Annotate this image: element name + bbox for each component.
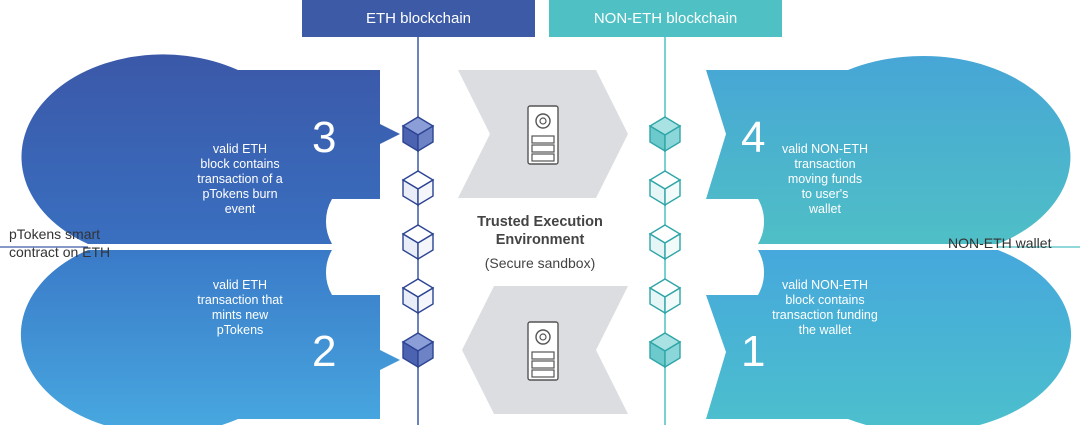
server-icon	[527, 105, 559, 165]
non-eth-blockchain-header: NON-ETH blockchain	[549, 0, 782, 37]
cube-icon	[648, 278, 682, 315]
wallet-label: NON-ETH wallet	[948, 235, 1052, 251]
step-1-number: 1	[741, 327, 766, 376]
step-4-label: valid NON-ETH transaction moving funds t…	[781, 142, 869, 216]
step-3-label: valid ETH block contains transaction of …	[197, 142, 283, 216]
cube-icon	[401, 332, 435, 369]
non-eth-shape-bottom	[706, 250, 1072, 425]
cube-icon	[401, 170, 435, 207]
cube-icon	[401, 278, 435, 315]
eth-blockchain-header: ETH blockchain	[302, 0, 535, 37]
eth-shape-top	[21, 54, 400, 244]
eth-shape-bottom	[20, 250, 400, 425]
step-4-number: 4	[741, 113, 766, 162]
step-3-number: 3	[312, 113, 337, 162]
cube-icon	[648, 170, 682, 207]
cube-icon	[648, 116, 682, 153]
cube-icon	[648, 332, 682, 369]
non-eth-shape-top	[706, 55, 1071, 245]
tee-subtitle: (Secure sandbox)	[484, 255, 596, 271]
smart-contract-label: pTokens smart contract on ETH	[9, 226, 111, 260]
step-1-label: valid NON-ETH block contains transaction…	[772, 278, 878, 337]
step-2-number: 2	[312, 327, 337, 376]
cube-icon	[648, 224, 682, 261]
tee-title: Trusted Execution Environment	[477, 214, 603, 248]
server-icon	[527, 321, 559, 381]
step-2-label: valid ETH transaction that mints new pTo…	[197, 278, 283, 337]
cube-icon	[401, 116, 435, 153]
cube-icon	[401, 224, 435, 261]
